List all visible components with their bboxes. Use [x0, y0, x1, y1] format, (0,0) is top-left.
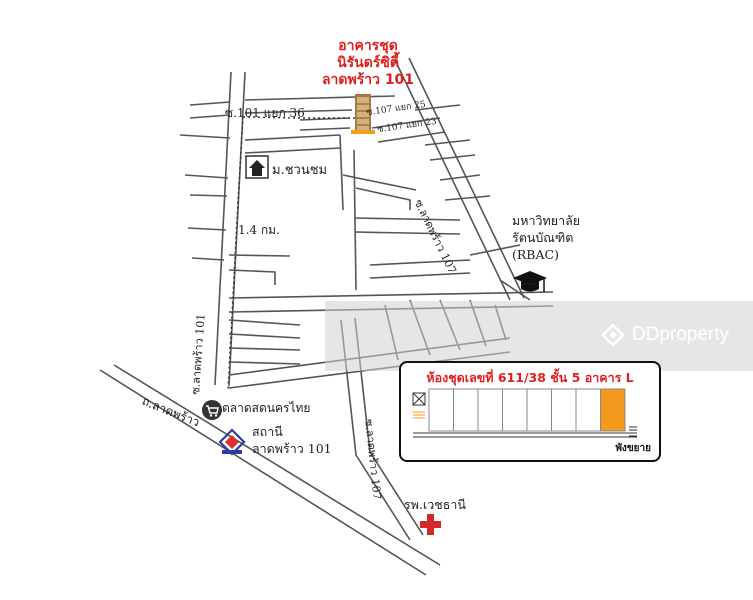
- market-label: ตลาดสดนครไทย: [222, 401, 311, 415]
- shopping-cart-icon: [202, 400, 222, 420]
- stairs-icon: [629, 426, 637, 437]
- distance-label: 1.4 กม.: [238, 223, 280, 237]
- project-title-line-1: อาคารชุด: [338, 38, 398, 54]
- left-stairs-icon: [413, 411, 425, 419]
- callout-footer: พังขยาย: [615, 443, 651, 454]
- graduation-cap-icon: [513, 271, 547, 292]
- unit-cell: [551, 388, 577, 432]
- unit-cell: [477, 388, 503, 432]
- project-title-line-3: ลาดพร้าว 101: [321, 72, 415, 88]
- university-label-line-1: มหาวิทยาลัย: [512, 213, 581, 228]
- metro-logo-icon: [218, 428, 246, 456]
- condo-building-icon: [351, 94, 375, 134]
- house-icon: [245, 155, 269, 179]
- village-label: ม.ชวนชม: [272, 163, 328, 178]
- floor-plan: [412, 388, 637, 438]
- university-label: มหาวิทยาลัย รัตนบัณฑิต (RBAC): [512, 212, 580, 263]
- university-label-line-2: รัตนบัณฑิต: [512, 230, 574, 245]
- project-title-line-2: นิรันดร์ซิตี้: [337, 55, 399, 71]
- unit-cell: [502, 388, 528, 432]
- road-network: [99, 57, 554, 576]
- unit-cell: [575, 388, 601, 432]
- unit-cell: [428, 388, 454, 432]
- road-label-soi-101-36: ซ.101 แยก 36: [225, 106, 305, 120]
- red-cross-icon: [420, 514, 441, 535]
- project-title: อาคารชุด นิรันดร์ซิตี้ ลาดพร้าว 101: [318, 38, 418, 89]
- unit-callout: ห้องชุดเลขที่ 611/38 ชั้น 5 อาคาร L พังข…: [399, 361, 661, 462]
- ddproperty-logo-icon: [601, 323, 625, 347]
- watermark-text: DDproperty: [632, 324, 730, 345]
- watermark: DDproperty: [600, 322, 729, 348]
- unit-strip: [428, 388, 626, 432]
- watermark-band: [325, 301, 753, 371]
- hospital-label: รพ.เวชธานี: [404, 497, 466, 512]
- unit-cell: [526, 388, 552, 432]
- unit-cell: [453, 388, 479, 432]
- unit-cell-highlighted: [600, 388, 626, 432]
- university-label-line-3: (RBAC): [512, 247, 559, 262]
- station-label: สถานี ลาดพร้าว 101: [252, 423, 332, 457]
- callout-title: ห้องชุดเลขที่ 611/38 ชั้น 5 อาคาร L: [426, 370, 634, 385]
- station-label-line-2: ลาดพร้าว 101: [252, 441, 332, 456]
- station-label-line-1: สถานี: [252, 424, 283, 439]
